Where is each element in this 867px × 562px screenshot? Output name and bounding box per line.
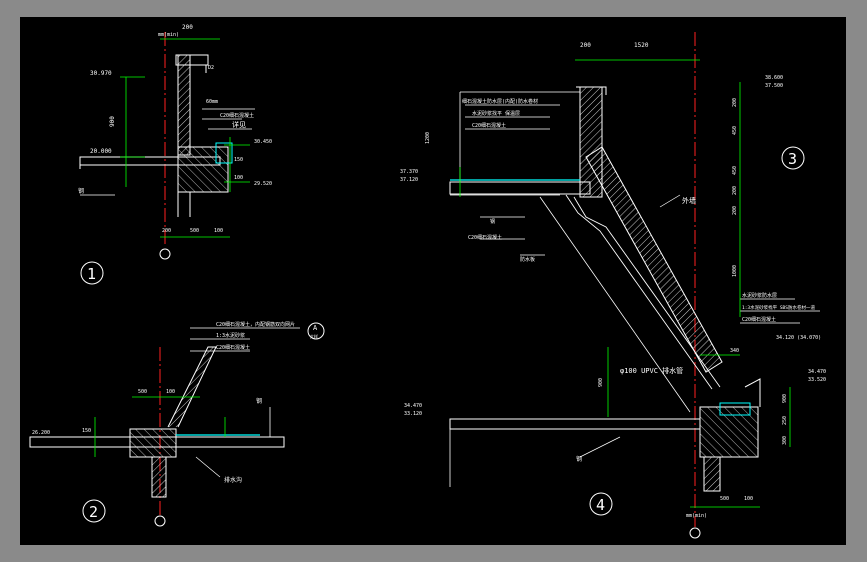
d4-tag-bot: mm(min) xyxy=(686,513,707,519)
d1-label-circle xyxy=(80,261,104,285)
d1-elev-r2: 29.520 xyxy=(254,181,272,187)
d1-note-d: 详见 xyxy=(232,120,246,129)
d2-label-circle xyxy=(82,499,106,523)
d2-dim-c: 150 xyxy=(82,428,91,434)
d3-elev-top: 38.600 xyxy=(765,75,783,81)
d3-r-dim-2: 450 xyxy=(732,166,738,175)
drip-edge xyxy=(190,64,207,73)
beam xyxy=(177,146,229,193)
d4-dim-340: 340 xyxy=(730,348,739,354)
d3-top-b: 1520 xyxy=(634,42,649,49)
d3-r-dim-0: 200 xyxy=(732,98,738,107)
d3-r-dim-1: 450 xyxy=(732,126,738,135)
d2-label: 2 xyxy=(89,503,98,521)
d1-bot-b: 500 xyxy=(190,228,199,234)
d2-tag2: 钢 xyxy=(256,397,262,405)
d1-height-900: 900 xyxy=(109,116,116,127)
cad-canvas: 200 mm(min) 30.970 20.000 900 D2 60mm C2… xyxy=(20,17,846,545)
d1-bot-c: 100 xyxy=(214,228,223,234)
d3-top-a: 200 xyxy=(580,42,591,49)
d4-elev-l: 34.470 xyxy=(404,403,422,409)
d3-r-note1: 水泥砂浆防水层 xyxy=(742,292,777,299)
axis-bubble-1 xyxy=(159,248,171,260)
d4-note-bot: 钢 xyxy=(576,455,582,463)
d3-note2: 水泥砂浆找平 保温层 xyxy=(472,110,520,117)
d3-elev-top2: 37.500 xyxy=(765,83,783,89)
d2-callout: A xyxy=(313,324,318,332)
d1-elev-mid: 20.000 xyxy=(90,148,112,155)
parapet-wall xyxy=(177,54,191,156)
d4-dim-r3: 300 xyxy=(782,436,788,445)
d4-elev-r: 34.470 xyxy=(808,369,826,375)
cad-drawing: 200 mm(min) 30.970 20.000 900 D2 60mm C2… xyxy=(29,24,826,539)
d3-note6: 防水板 xyxy=(520,256,535,263)
d1-note-c: C20细石混凝土 xyxy=(220,112,254,119)
d2-callout-sub: 大样 xyxy=(310,333,318,339)
column-2 xyxy=(151,456,167,498)
d4-label: 4 xyxy=(596,496,605,514)
d2-dim-b: 100 xyxy=(166,389,175,395)
d2-dim-a: 500 xyxy=(138,389,147,395)
d3-label-circle xyxy=(781,146,805,170)
detail-3-4: 200 1520 38.600 37.500 37.370 37.120 120… xyxy=(400,32,826,539)
d1-dim-100: 100 xyxy=(234,175,243,181)
d2-elev: 26.200 xyxy=(32,430,50,436)
lower-column xyxy=(703,456,721,492)
d1-label: 1 xyxy=(87,265,96,283)
upper-slab xyxy=(449,181,591,195)
d3-elev-left2: 37.120 xyxy=(400,177,418,183)
d2-note1: C20细石混凝土，内配钢筋双向网片 xyxy=(216,321,295,328)
d3-note5: C20细石混凝土 xyxy=(468,234,502,241)
d2-callout-circle xyxy=(307,322,325,340)
d3-r-note2: 1:3水泥砂浆找平 SBS防水卷材一道 xyxy=(742,304,815,311)
d2-note2: 1:3水泥砂浆 xyxy=(216,332,245,339)
d3-note1: 细石混凝土防水层(内配)防水卷材 xyxy=(462,98,538,105)
d1-top-dim: 200 xyxy=(182,24,193,31)
d3-left-dim: 1200 xyxy=(425,132,431,144)
d3-elev-left: 37.370 xyxy=(400,169,418,175)
d3-r-dim-5: 1000 xyxy=(732,265,738,277)
d4-dim-r2: 250 xyxy=(782,416,788,425)
d1-elev-top: 30.970 xyxy=(90,70,112,77)
d4-elev-r2: 33.520 xyxy=(808,377,826,383)
d4-bot-b: 100 xyxy=(744,496,753,502)
d4-dim-900: 900 xyxy=(598,378,604,387)
d3-note3: C20细石混凝土 xyxy=(472,122,506,129)
d1-note-e: 钢 xyxy=(78,187,84,195)
beam-2 xyxy=(129,428,177,458)
lower-slab xyxy=(449,418,701,430)
d1-tag: mm(min) xyxy=(158,32,179,38)
d2-note3: C20细石混凝土 xyxy=(216,344,250,351)
axis-bubble-3 xyxy=(689,527,701,539)
detail-1: 200 mm(min) 30.970 20.000 900 D2 60mm C2… xyxy=(78,24,272,285)
axis-bubble-2 xyxy=(154,515,166,527)
d3-wall: 外墙 xyxy=(682,196,696,205)
d1-bot-a: 200 xyxy=(162,228,171,234)
d4-elev-l2: 33.120 xyxy=(404,411,422,417)
slope-wall xyxy=(167,346,217,428)
d1-note-a: D2 xyxy=(208,65,214,71)
sloped-wall xyxy=(585,146,723,373)
gutter xyxy=(215,142,233,164)
d3-elev-r: 34.120 (34.070) xyxy=(776,335,821,341)
d3-r-dim-4: 200 xyxy=(732,206,738,215)
d1-note-b: 60mm xyxy=(206,99,218,105)
d3-r-dim-3: 200 xyxy=(732,186,738,195)
d3-r-note3: C20细石混凝土 xyxy=(742,316,776,323)
d4-label-circle xyxy=(589,492,613,516)
d1-dim-150: 150 xyxy=(234,157,243,163)
d4-dim-r1: 900 xyxy=(782,394,788,403)
d3-label: 3 xyxy=(788,150,797,168)
detail-2: C20细石混凝土，内配钢筋双向网片 1:3水泥砂浆 C20细石混凝土 A 大样 … xyxy=(29,321,325,527)
lower-gutter xyxy=(719,402,751,416)
d3-note4: 钢 xyxy=(490,218,495,225)
d1-elev-r1: 30.450 xyxy=(254,139,272,145)
d4-bot-a: 500 xyxy=(720,496,729,502)
d4-pipe: φ100 UPVC 排水管 xyxy=(620,366,683,375)
d2-tag: 排水沟 xyxy=(224,476,242,484)
